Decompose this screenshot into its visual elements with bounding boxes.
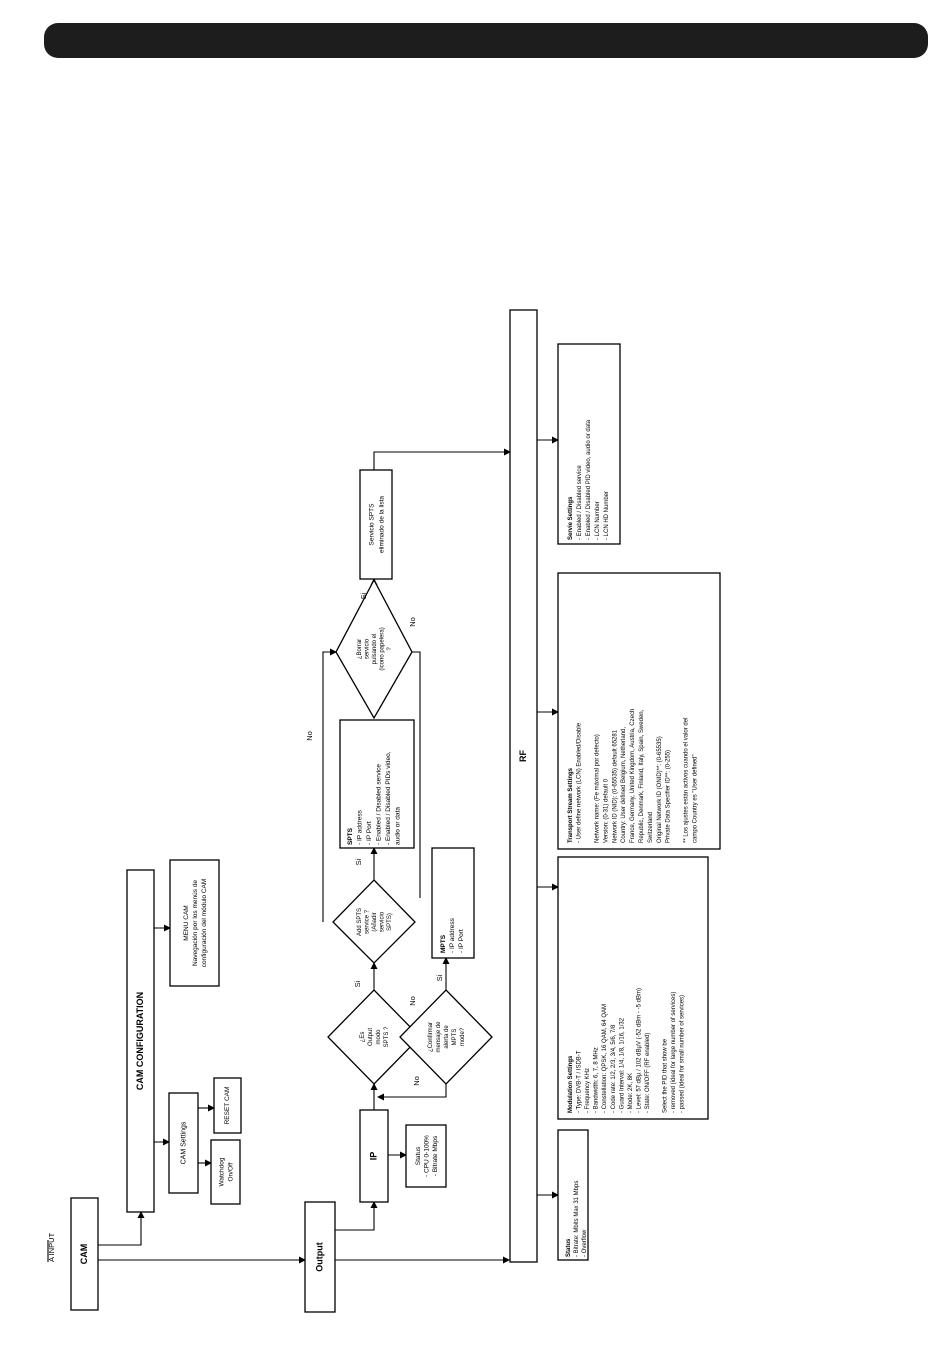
service-settings-label: Servie Settings- Enabled / Disabled serv… xyxy=(568,419,610,540)
output-text: Output xyxy=(314,1242,324,1272)
cam-settings-label: CAM Settings xyxy=(180,1121,187,1164)
cam-settings-text: CAM Settings xyxy=(180,1121,187,1164)
modulation-settings-box xyxy=(557,856,709,1120)
service-settings-box xyxy=(557,343,621,545)
edge-label-no-q2: No xyxy=(412,1076,421,1086)
ip-status-label: Status- CPU 0-100%- Bitrate Mbps xyxy=(415,1135,439,1177)
q-output-spts-diamond xyxy=(327,989,421,1085)
edge-q2-loop xyxy=(377,1084,447,1101)
service-settings-text: Servie Settings- Enabled / Disabled serv… xyxy=(568,419,610,540)
edge-label-si-q1: Si xyxy=(353,980,362,987)
q-confirm-mpts-diamond xyxy=(399,989,493,1085)
node-shapes xyxy=(70,309,721,1313)
servicio-eliminado-box xyxy=(359,469,393,580)
a-input-text: A INPUT xyxy=(47,1232,56,1262)
svg-text:Si: Si xyxy=(435,974,444,981)
edge-eliminado-loop xyxy=(373,448,511,470)
edge-output-ip xyxy=(335,1201,378,1231)
cam-box xyxy=(70,1197,99,1311)
rf-status-text: Status- Bitrate: Mbits Max 31 Mbps- Over… xyxy=(566,1181,588,1257)
ip-status-box xyxy=(405,1124,447,1188)
edge-q3-no xyxy=(322,648,337,922)
output-box xyxy=(304,1201,336,1313)
ip-label: IP xyxy=(368,1152,378,1161)
svg-text:Si: Si xyxy=(354,858,363,865)
ip-status-text: Status- CPU 0-100%- Bitrate Mbps xyxy=(415,1135,439,1177)
connectors xyxy=(47,436,559,1264)
a-input-label: A INPUT xyxy=(47,1232,56,1262)
menu-cam-box xyxy=(169,859,220,987)
reset-cam-label: RESET CAM xyxy=(224,1087,231,1125)
watchdog-box xyxy=(210,1139,241,1205)
svg-text:No: No xyxy=(305,731,314,741)
rf-status-box xyxy=(557,1129,589,1261)
ip-text: IP xyxy=(368,1152,378,1161)
reset-cam-box xyxy=(213,1077,242,1134)
edge-label-no-q4: No xyxy=(408,617,417,627)
q-borrar-diamond xyxy=(335,578,413,720)
edge-cam-config xyxy=(98,1211,145,1246)
transport-stream-settings-box xyxy=(557,572,721,850)
cam-settings-box xyxy=(168,1092,199,1194)
mpts-box xyxy=(431,847,475,959)
modulation-settings-text: Modulation Settings- Type: DVB-T / ISDB-… xyxy=(568,988,686,1113)
cam-configuration-text: CAM CONFIGURATION xyxy=(135,992,145,1090)
rf-box xyxy=(509,309,538,1263)
transport-stream-settings-text: Transport Stream Settings- User define n… xyxy=(568,709,699,843)
transport-stream-settings-label: Transport Stream Settings- User define n… xyxy=(568,709,699,843)
modulation-settings-label: Modulation Settings- Type: DVB-T / ISDB-… xyxy=(568,988,686,1113)
edge-label-si-q2: Si xyxy=(435,974,444,981)
rf-status-label: Status- Bitrate: Mbits Max 31 Mbps- Over… xyxy=(566,1181,588,1257)
header-bar xyxy=(44,23,928,58)
reset-cam-text: RESET CAM xyxy=(224,1087,231,1125)
edge-q4-no xyxy=(412,651,421,898)
cam-text: CAM xyxy=(79,1244,89,1265)
mpts-label: MPTS- IP address- IP Port xyxy=(440,917,465,953)
edge-label-si-q4: Si xyxy=(359,592,368,599)
svg-text:No: No xyxy=(408,996,417,1006)
rf-label: RF xyxy=(518,750,528,762)
edge-label-no-q3: No xyxy=(305,731,314,741)
ip-box xyxy=(359,1109,389,1203)
svg-text:Si: Si xyxy=(359,592,368,599)
spts-box-text: SPTS- IP address- IP Port- Enabled / Dis… xyxy=(347,751,402,845)
cam-configuration-box xyxy=(126,869,155,1213)
rf-text: RF xyxy=(518,750,528,762)
spts-box xyxy=(339,719,415,849)
svg-text:Si: Si xyxy=(353,980,362,987)
svg-text:No: No xyxy=(412,1076,421,1086)
cam-configuration-label: CAM CONFIGURATION xyxy=(135,992,145,1090)
spts-label: SPTS- IP address- IP Port- Enabled / Dis… xyxy=(347,751,402,845)
cam-label: CAM xyxy=(79,1244,89,1265)
output-label: Output xyxy=(314,1242,324,1272)
edge-label-no-q1: No xyxy=(408,996,417,1006)
mpts-box-text: MPTS- IP address- IP Port xyxy=(440,917,465,953)
svg-text:No: No xyxy=(408,617,417,627)
q-add-spts-diamond xyxy=(332,879,416,964)
edge-label-si-q3: Si xyxy=(354,858,363,865)
